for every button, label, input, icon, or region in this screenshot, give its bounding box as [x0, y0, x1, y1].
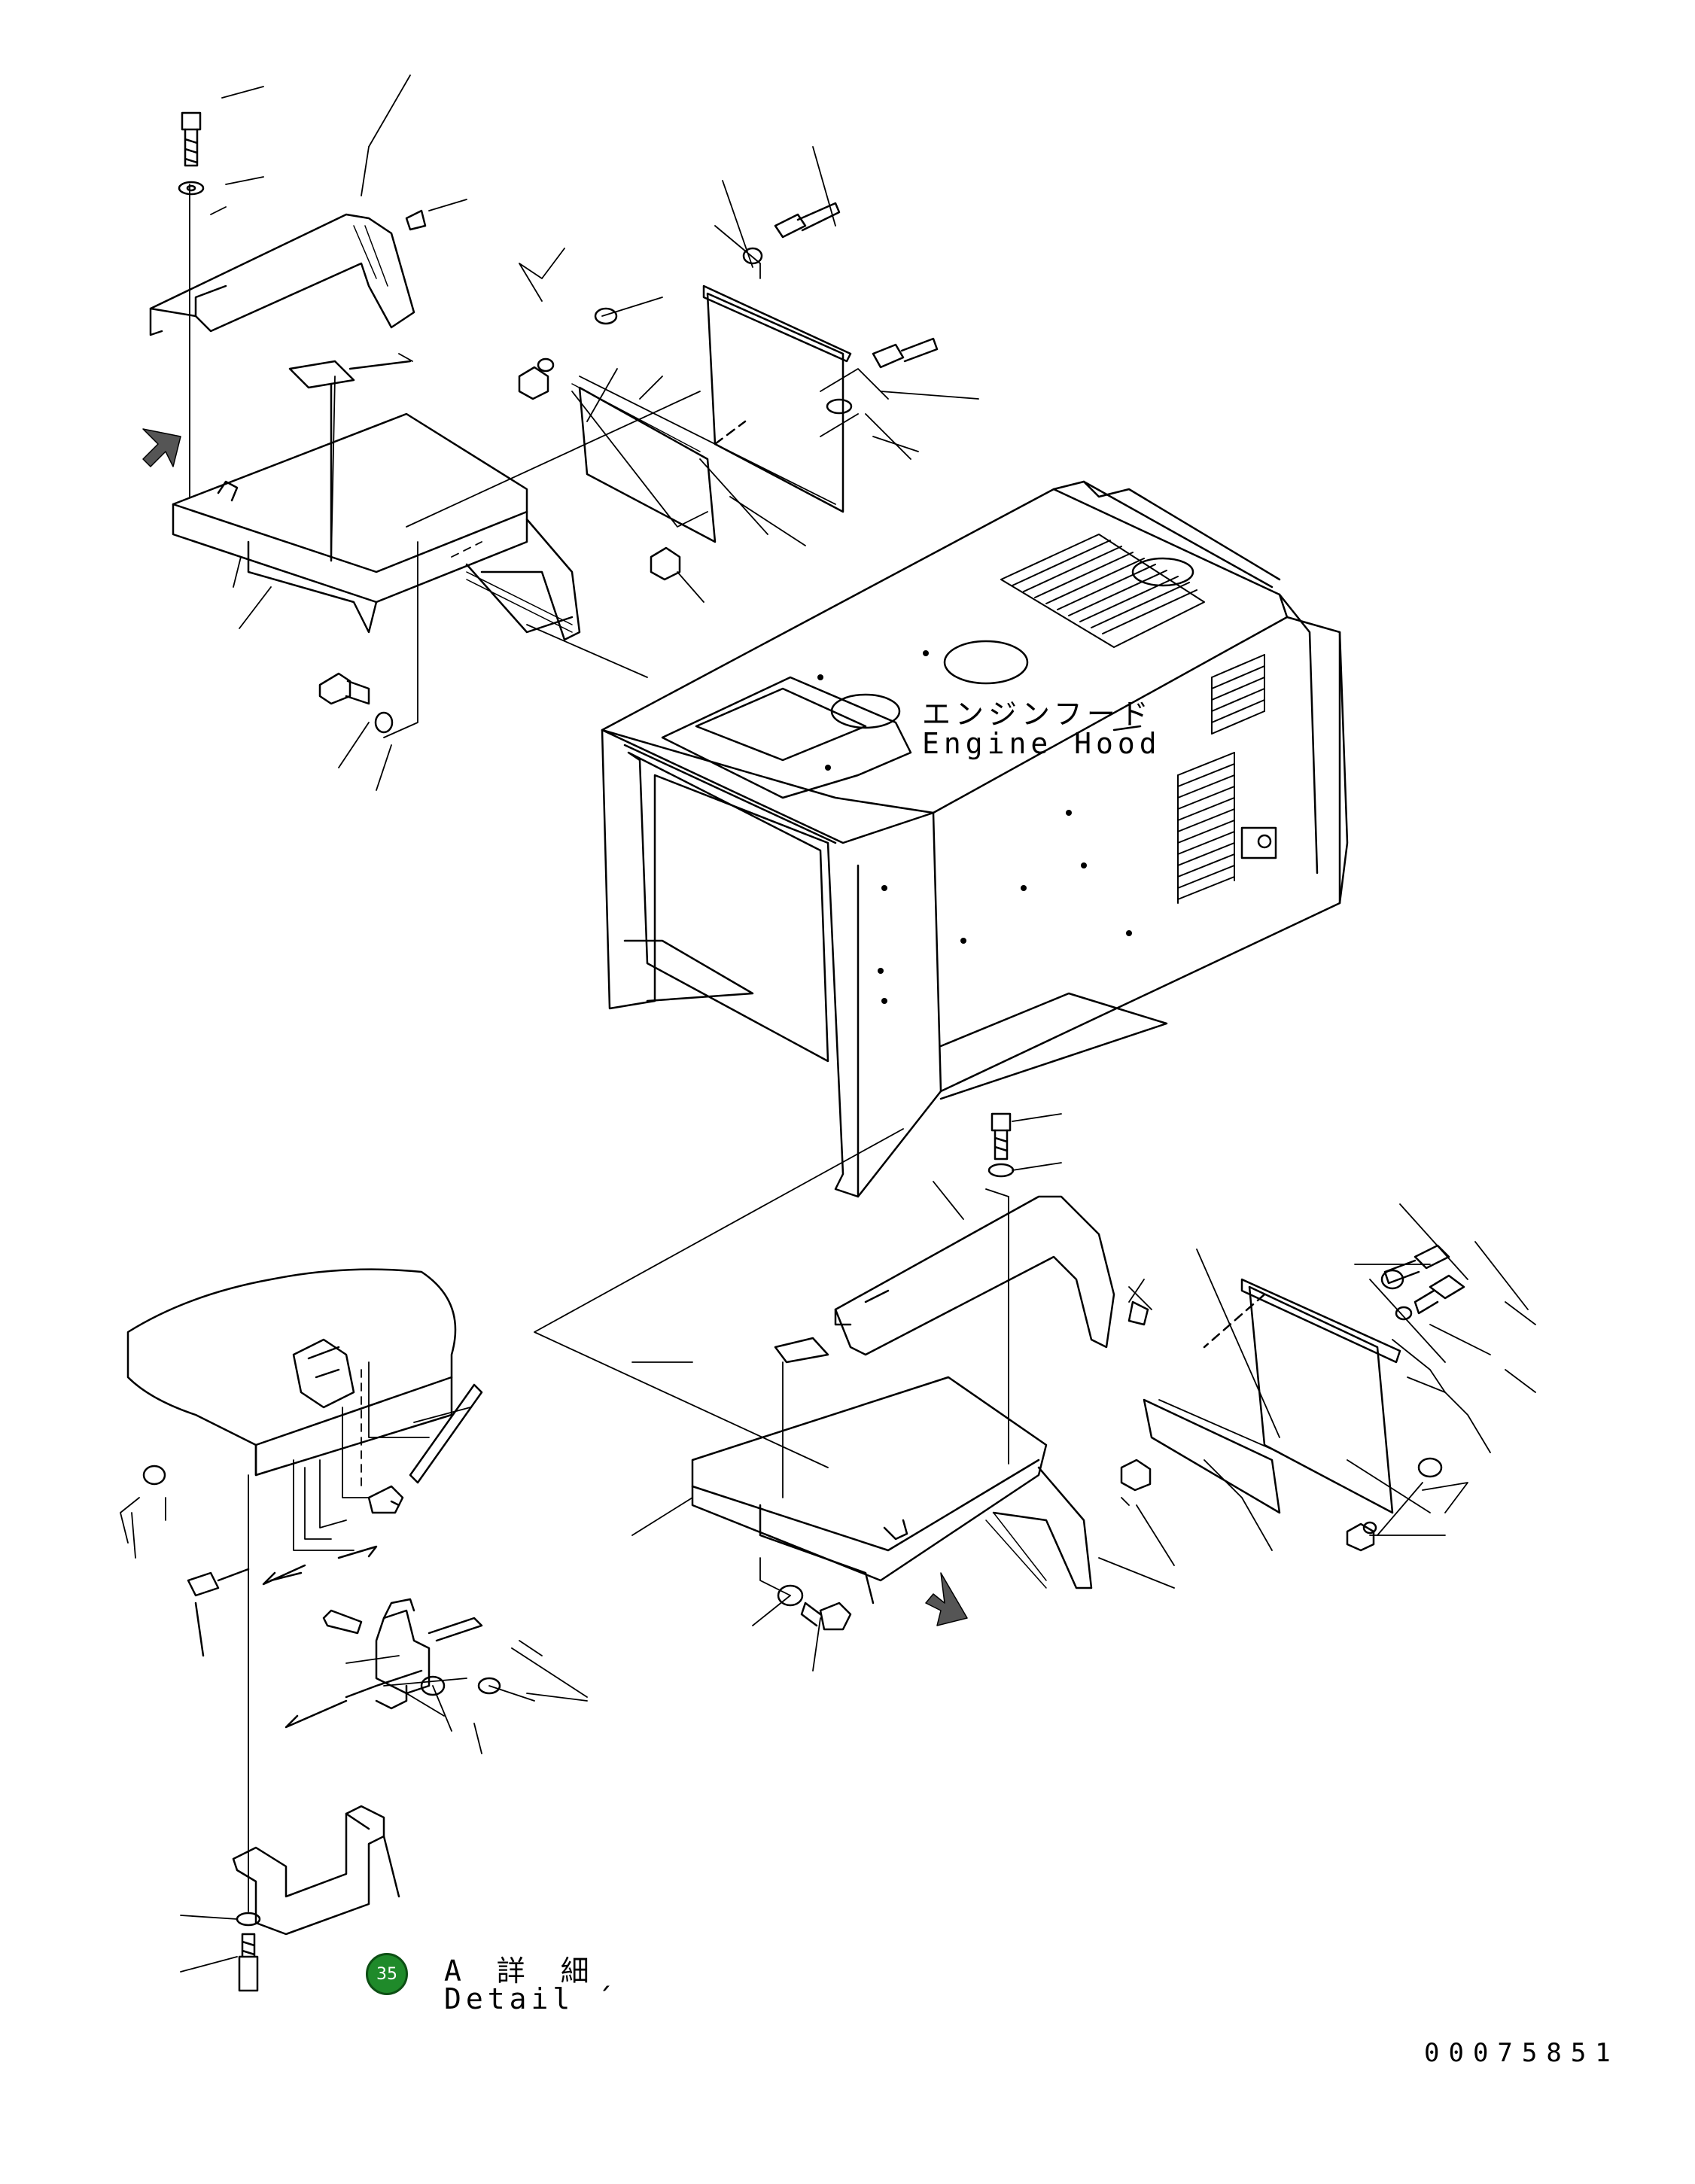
nut-icon	[1120, 1459, 1152, 1492]
washer-icon	[477, 1677, 501, 1695]
washer-icon	[374, 711, 394, 734]
engine-hood-label-en: Engine Hood	[922, 727, 1161, 760]
bolt-icon	[318, 672, 370, 705]
bolt-icon	[181, 111, 202, 167]
engine-hood	[601, 480, 1349, 1198]
washer-icon	[1380, 1269, 1404, 1290]
engine-hood-label-jp: エンジンフード	[922, 698, 1153, 731]
nut-icon	[1346, 1522, 1375, 1552]
pad-icon	[1127, 1300, 1149, 1326]
washer-icon	[742, 247, 763, 265]
bolt-icon	[774, 202, 841, 239]
detail-a-assembly	[120, 1268, 483, 1936]
upper-bracket	[149, 213, 415, 336]
view-arrow-icon	[142, 428, 181, 467]
upper-side-plates	[571, 284, 852, 543]
upper-cover-tray	[172, 412, 581, 641]
washer-icon	[1362, 1521, 1377, 1535]
bolt-icon	[1414, 1274, 1465, 1315]
washer-icon	[178, 181, 205, 196]
washer-icon	[537, 357, 555, 373]
step-badge: 35	[366, 1953, 408, 1995]
lower-side-plates	[1143, 1278, 1401, 1514]
bolt-icon	[872, 337, 939, 369]
detail-label-jp: A 詳 細	[444, 1954, 598, 1988]
lower-cover-tray	[691, 1376, 1093, 1605]
washer-icon	[1417, 1457, 1443, 1478]
detail-label-en: Detail ´	[444, 1982, 619, 2015]
pad-upper	[288, 360, 355, 389]
washer-icon	[826, 398, 853, 415]
washer-icon	[142, 1465, 166, 1486]
view-arrow-icon	[925, 1572, 968, 1626]
washer-icon	[777, 1584, 804, 1607]
document-number: 00075851	[1424, 2038, 1620, 2068]
lower-bracket	[834, 1195, 1115, 1356]
washer-icon	[1395, 1306, 1413, 1321]
pad-icon	[405, 209, 427, 231]
washer-icon	[987, 1163, 1015, 1178]
nut-icon	[650, 546, 681, 581]
bolt-icon	[991, 1112, 1012, 1160]
pad-lower	[774, 1337, 829, 1364]
washer-icon	[420, 1675, 446, 1696]
nut-icon	[518, 366, 549, 400]
washer-icon	[594, 307, 618, 325]
bolt-icon	[238, 1933, 259, 1992]
bolt-icon	[800, 1601, 852, 1631]
